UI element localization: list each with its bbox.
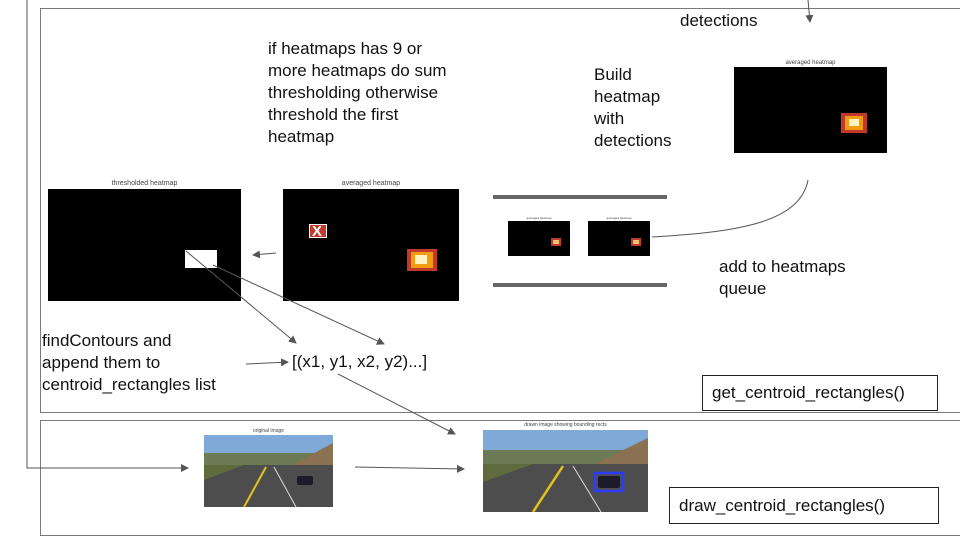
- plot-title: averaged heatmap: [606, 216, 632, 220]
- arrow-to-queue: [651, 179, 809, 238]
- heat-blob-core: [633, 240, 639, 244]
- arrow-blob-to-list-2: [212, 264, 385, 345]
- draw-centroid-rectangles-label: draw_centroid_rectangles(): [669, 487, 939, 524]
- plot-title: original image: [252, 428, 285, 434]
- queue-bottom-bar: [493, 283, 667, 287]
- false-positive-box: [309, 224, 327, 238]
- detections-label: detections: [680, 11, 758, 30]
- plot-title: thresholded heatmap: [111, 180, 178, 187]
- arrow-blob-to-list-1: [185, 250, 297, 344]
- threshold-note-line: heatmap: [268, 127, 335, 146]
- find-contours-note: findContours and append them to centroid…: [42, 330, 216, 396]
- heat-blob-core: [553, 240, 559, 244]
- queue-top-bar: [493, 195, 667, 199]
- heatmap-canvas: [508, 221, 570, 256]
- rect-list-label: [(x1, y1, x2, y2)...]: [292, 352, 428, 371]
- heatmap-canvas: [734, 67, 887, 153]
- thresholded-heatmap: thresholded heatmap: [48, 180, 241, 301]
- find-contours-line: findContours and: [42, 331, 172, 350]
- heat-blob-core: [415, 255, 427, 264]
- road-scene: [483, 430, 648, 512]
- heatmap-canvas: [588, 221, 650, 256]
- threshold-blob: [185, 250, 217, 268]
- build-heatmap-line: heatmap: [594, 87, 661, 106]
- heatmap-canvas: [283, 189, 459, 301]
- plot-title: averaged heatmap: [526, 216, 552, 220]
- queued-heatmap-1: averaged heatmap: [508, 216, 570, 256]
- averaged-heatmap-top: averaged heatmap: [734, 60, 887, 153]
- plot-title: averaged heatmap: [785, 60, 836, 66]
- arrow-detections-in: [805, 0, 814, 23]
- build-heatmap-line: detections: [594, 131, 672, 150]
- arrow-average-to-threshold: [252, 250, 277, 259]
- arrow-left-feed: [26, 0, 189, 472]
- build-heatmap-line: Build: [594, 65, 632, 84]
- threshold-note-line: thresholding otherwise: [268, 83, 439, 102]
- add-to-queue-line: add to heatmaps: [719, 257, 846, 276]
- heatmap-canvas: [48, 189, 241, 301]
- road-photo: [204, 435, 333, 507]
- threshold-note-line: if heatmaps has 9 or: [268, 39, 423, 58]
- road-photo: [483, 430, 648, 512]
- heat-blob-core: [849, 119, 859, 126]
- cross-mark: X: [312, 223, 323, 240]
- averaged-heatmap-mid: averaged heatmap: [283, 180, 459, 301]
- threshold-note: if heatmaps has 9 or more heatmaps do su…: [268, 38, 447, 148]
- drawn-image: drawn image showing bounding rects: [483, 422, 648, 512]
- add-to-queue-note: add to heatmaps queue: [719, 256, 846, 300]
- threshold-note-line: threshold the first: [268, 105, 399, 124]
- false-positive-blob: [309, 224, 327, 238]
- find-contours-line: append them to: [42, 353, 161, 372]
- build-heatmap-note: Build heatmap with detections: [594, 64, 672, 152]
- add-to-queue-line: queue: [719, 279, 767, 298]
- original-image: original image: [204, 428, 333, 507]
- queued-heatmap-2: averaged heatmap: [588, 216, 650, 256]
- build-heatmap-line: with: [594, 109, 625, 128]
- plot-title: drawn image showing bounding rects: [524, 422, 607, 428]
- bounding-rect: [593, 471, 625, 493]
- draw-centroid-rectangles-frame: [40, 420, 960, 536]
- get-centroid-rectangles-frame: [40, 8, 960, 413]
- threshold-note-line: more heatmaps do sum: [268, 61, 447, 80]
- arrow-original-to-drawn: [354, 464, 465, 473]
- arrow-contours-to-list: [245, 358, 289, 367]
- arrow-list-to-drawn: [337, 373, 456, 435]
- plot-title: averaged heatmap: [341, 180, 401, 187]
- find-contours-line: centroid_rectangles list: [42, 375, 216, 394]
- road-scene: [204, 435, 333, 507]
- get-centroid-rectangles-label: get_centroid_rectangles(): [702, 375, 938, 411]
